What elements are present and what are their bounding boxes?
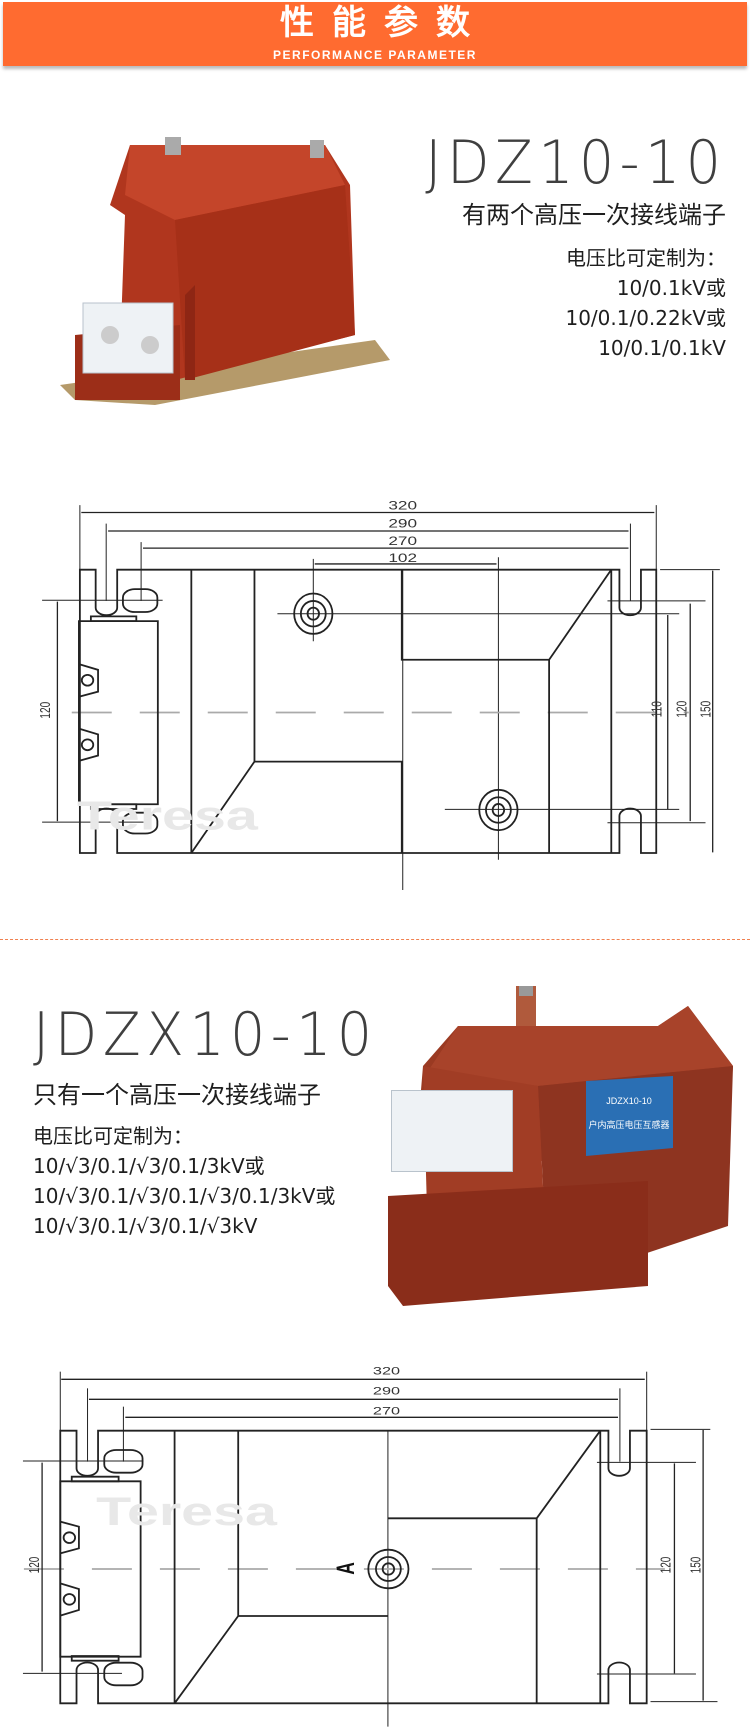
dim-150: 150 xyxy=(688,1557,704,1574)
dim-150: 150 xyxy=(698,701,714,718)
jdzx10-dimension-drawing: 320 290 270 120 120 150 A Teresa xyxy=(0,1364,750,1727)
model-title: JDZ10-10 xyxy=(424,128,726,198)
ratio-option: 10/0.1/0.22kV或 xyxy=(565,306,726,330)
terminal-label-a: A xyxy=(332,1562,360,1575)
dim-290: 290 xyxy=(388,518,417,531)
model-description: 只有一个高压一次接线端子 xyxy=(33,1081,321,1109)
ratio-option: 10/√3/0.1/√3/0.1/√3/0.1/3kV或 xyxy=(33,1184,336,1208)
model-title: JDZX10-10 xyxy=(33,1000,378,1070)
dim-320: 320 xyxy=(373,1364,400,1377)
ratio-label: 电压比可定制为： xyxy=(33,1124,193,1148)
watermark: Teresa xyxy=(96,1489,277,1533)
header-title: 性能参数 xyxy=(280,3,488,43)
dim-270: 270 xyxy=(373,1404,400,1417)
dim-120-left: 120 xyxy=(26,1557,42,1574)
dim-320: 320 xyxy=(388,500,417,513)
ratio-option: 10/0.1kV或 xyxy=(616,276,726,300)
dim-120-left: 120 xyxy=(37,702,53,719)
nameplate-model: JDZX10-10 xyxy=(606,1096,652,1106)
dim-110: 110 xyxy=(649,701,665,717)
dim-270: 270 xyxy=(388,535,417,548)
jdz10-dimension-drawing: 320 290 270 102 120 110 120 150 Teresa xyxy=(37,500,750,890)
section2-text: JDZX10-10 只有一个高压一次接线端子 电压比可定制为： 10/√3/0.… xyxy=(33,1000,407,1238)
nameplate-description: 户内高压电压互感器 xyxy=(588,1119,669,1130)
ratio-option: 10/√3/0.1/√3/0.1/3kV或 xyxy=(33,1154,265,1178)
dim-120-right: 120 xyxy=(674,701,690,718)
section-header-banner: 性能参数 PERFORMANCE PARAMETER xyxy=(3,2,747,66)
dim-120-right: 120 xyxy=(658,1557,674,1574)
terminal-cover xyxy=(391,1090,513,1172)
ratio-option: 10/0.1/0.1kV xyxy=(598,336,726,360)
section1-text: JDZ10-10 有两个高压一次接线端子 电压比可定制为： 10/0.1kV或 … xyxy=(399,128,726,360)
dim-102: 102 xyxy=(388,552,417,565)
ratio-label: 电压比可定制为： xyxy=(566,246,726,270)
header-subtitle: PERFORMANCE PARAMETER xyxy=(273,48,477,62)
dim-290: 290 xyxy=(373,1384,400,1397)
model-description: 有两个高压一次接线端子 xyxy=(462,201,726,229)
jdz10-product-photo xyxy=(60,137,390,405)
watermark: Teresa xyxy=(77,793,258,839)
ratio-option: 10/√3/0.1/√3/0.1/√3kV xyxy=(33,1214,258,1238)
section-divider xyxy=(0,939,750,940)
